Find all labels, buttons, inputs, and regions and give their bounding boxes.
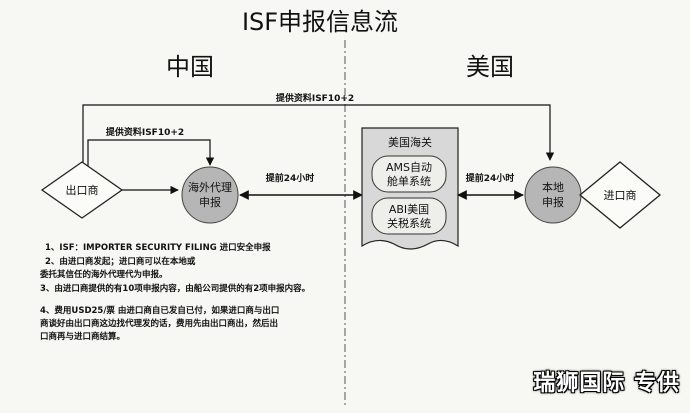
abi-line1: ABI美国: [389, 203, 429, 216]
local-filing-line2: 申报: [542, 195, 564, 209]
note-3: 3、由进口商提供的有10项申报内容，由船公司提供的有2项申报内容。: [40, 284, 311, 294]
arrow-exporter-to-agent: [87, 139, 215, 168]
diagram-title: ISF申报信息流: [242, 8, 398, 36]
ams-line2: 舱单系统: [387, 174, 431, 188]
local-filing-line1: 本地: [542, 180, 564, 194]
top-arrow-label: 提供资料ISF10+2: [276, 92, 354, 104]
abi-system-box: [371, 197, 447, 235]
exporter-label: 出口商: [66, 183, 99, 197]
note-1: 1、ISF：IMPORTER SECURITY FILING 进口安全申报: [45, 243, 271, 253]
watermark-text: 瑞狮国际 专供: [533, 371, 680, 396]
region-label-usa: 美国: [466, 53, 514, 81]
note-2-continued: 委托其信任的海外代理代为申报。: [40, 270, 168, 280]
note-4-line2: 商谈好由出口商这边找代理发的话，费用先由出口商出，然后出: [40, 319, 279, 329]
us-customs-label: 美国海关: [388, 135, 432, 149]
importer-diamond: [578, 161, 662, 229]
arrow-exporter-to-local-filing: [82, 104, 555, 168]
importer-label: 进口商: [604, 188, 637, 202]
abi-line2: 关税系统: [387, 216, 431, 230]
left-24h-label: 提前24小时: [266, 172, 315, 184]
note-4-line3: 口商再与进口商结算。: [40, 332, 126, 342]
overseas-agent-line2: 申报: [199, 195, 221, 209]
ams-line1: AMS自动: [386, 161, 432, 174]
overseas-agent-circle: [181, 166, 239, 224]
note-4: 4、费用USD25/票 由进口商自已发自已付，如果进口商与出口: [40, 306, 280, 316]
note-2: 2、由进口商发起；进口商可以在本地或: [45, 257, 196, 267]
exporter-diamond: [40, 161, 124, 219]
ams-system-box: [371, 155, 447, 193]
overseas-agent-line1: 海外代理: [188, 180, 232, 194]
inner-arrow-label: 提供资料ISF10+2: [106, 126, 184, 138]
right-24h-label: 提前24小时: [466, 172, 515, 184]
local-filing-circle: [524, 166, 582, 224]
region-label-china: 中国: [166, 53, 214, 81]
